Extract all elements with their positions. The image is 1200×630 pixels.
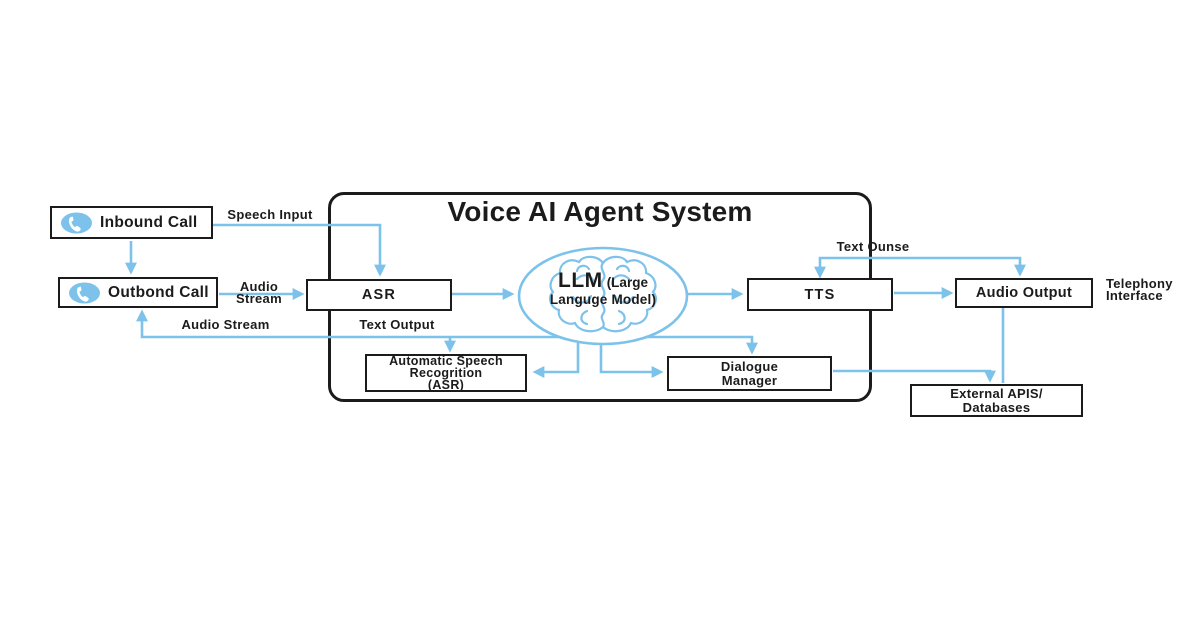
label-line: Telephony [1106,276,1173,291]
node-speech-recognition: Automatic Speech Recogrition (ASR) [365,354,527,392]
label-audio-stream-return: Audio Stream [181,317,270,332]
node-label: Audio Output [975,285,1073,301]
node-label: Automatic Speech Recogrition (ASR) [367,354,525,392]
node-label-line: External APIS/ [950,386,1043,401]
label-text-ounse: Text Ounse [836,239,910,254]
node-label-line: Dialogue [720,359,779,374]
phone-icon [69,282,100,303]
node-inbound-call: Inbound Call [50,206,213,239]
node-audio-output: Audio Output [955,278,1093,308]
node-label: Dialogue Manager [669,360,830,387]
label-line: Audio [239,279,279,294]
node-label: External APIS/ Databases [912,387,1081,414]
phone-icon [61,212,92,233]
edge-llm-to-speech-recognition [532,330,580,378]
node-external-apis: External APIS/ Databases [910,384,1083,417]
edge-text-ounse [814,256,1026,279]
node-outbond-call: Outbond Call [58,277,218,308]
label-line: Stream [236,290,282,306]
llm-abbr: LLM [558,269,603,292]
node-label-line: Automatic Speech [389,354,503,368]
label-text-output: Text Output [359,317,435,332]
system-title: Voice AI Agent System [447,196,753,227]
edges [125,223,1026,383]
label-audio-stream-out: Audio Stream [229,279,289,306]
node-tts: TTS [747,278,893,311]
node-label: Inbound Call [100,213,198,231]
node-dialogue-manager: Dialogue Manager [667,356,832,391]
node-label-line: Databases [962,399,1031,415]
label-telephony-interface: Telephony Interface [1106,276,1198,303]
llm-paren-line2: Languge Model) [549,292,657,307]
node-label: Outbond Call [108,283,209,301]
label-speech-input: Speech Input [227,207,313,222]
edge-dialogue-to-external [833,369,996,383]
edge-speech-input [213,223,386,277]
node-label-line: Manager [721,372,778,388]
node-label: ASR [361,287,397,303]
node-label-line: (ASR) [427,378,465,392]
node-label-line: Recogrition [409,366,483,380]
label-line: Interface [1106,287,1163,303]
brain-icon [549,255,657,333]
llm-paren-open: (Large [606,275,648,290]
edge-return-audio-stream [136,309,758,355]
node-asr: ASR [306,279,452,311]
node-llm-label: LLM(Large Languge Model) [521,269,685,308]
node-label: TTS [804,286,836,303]
